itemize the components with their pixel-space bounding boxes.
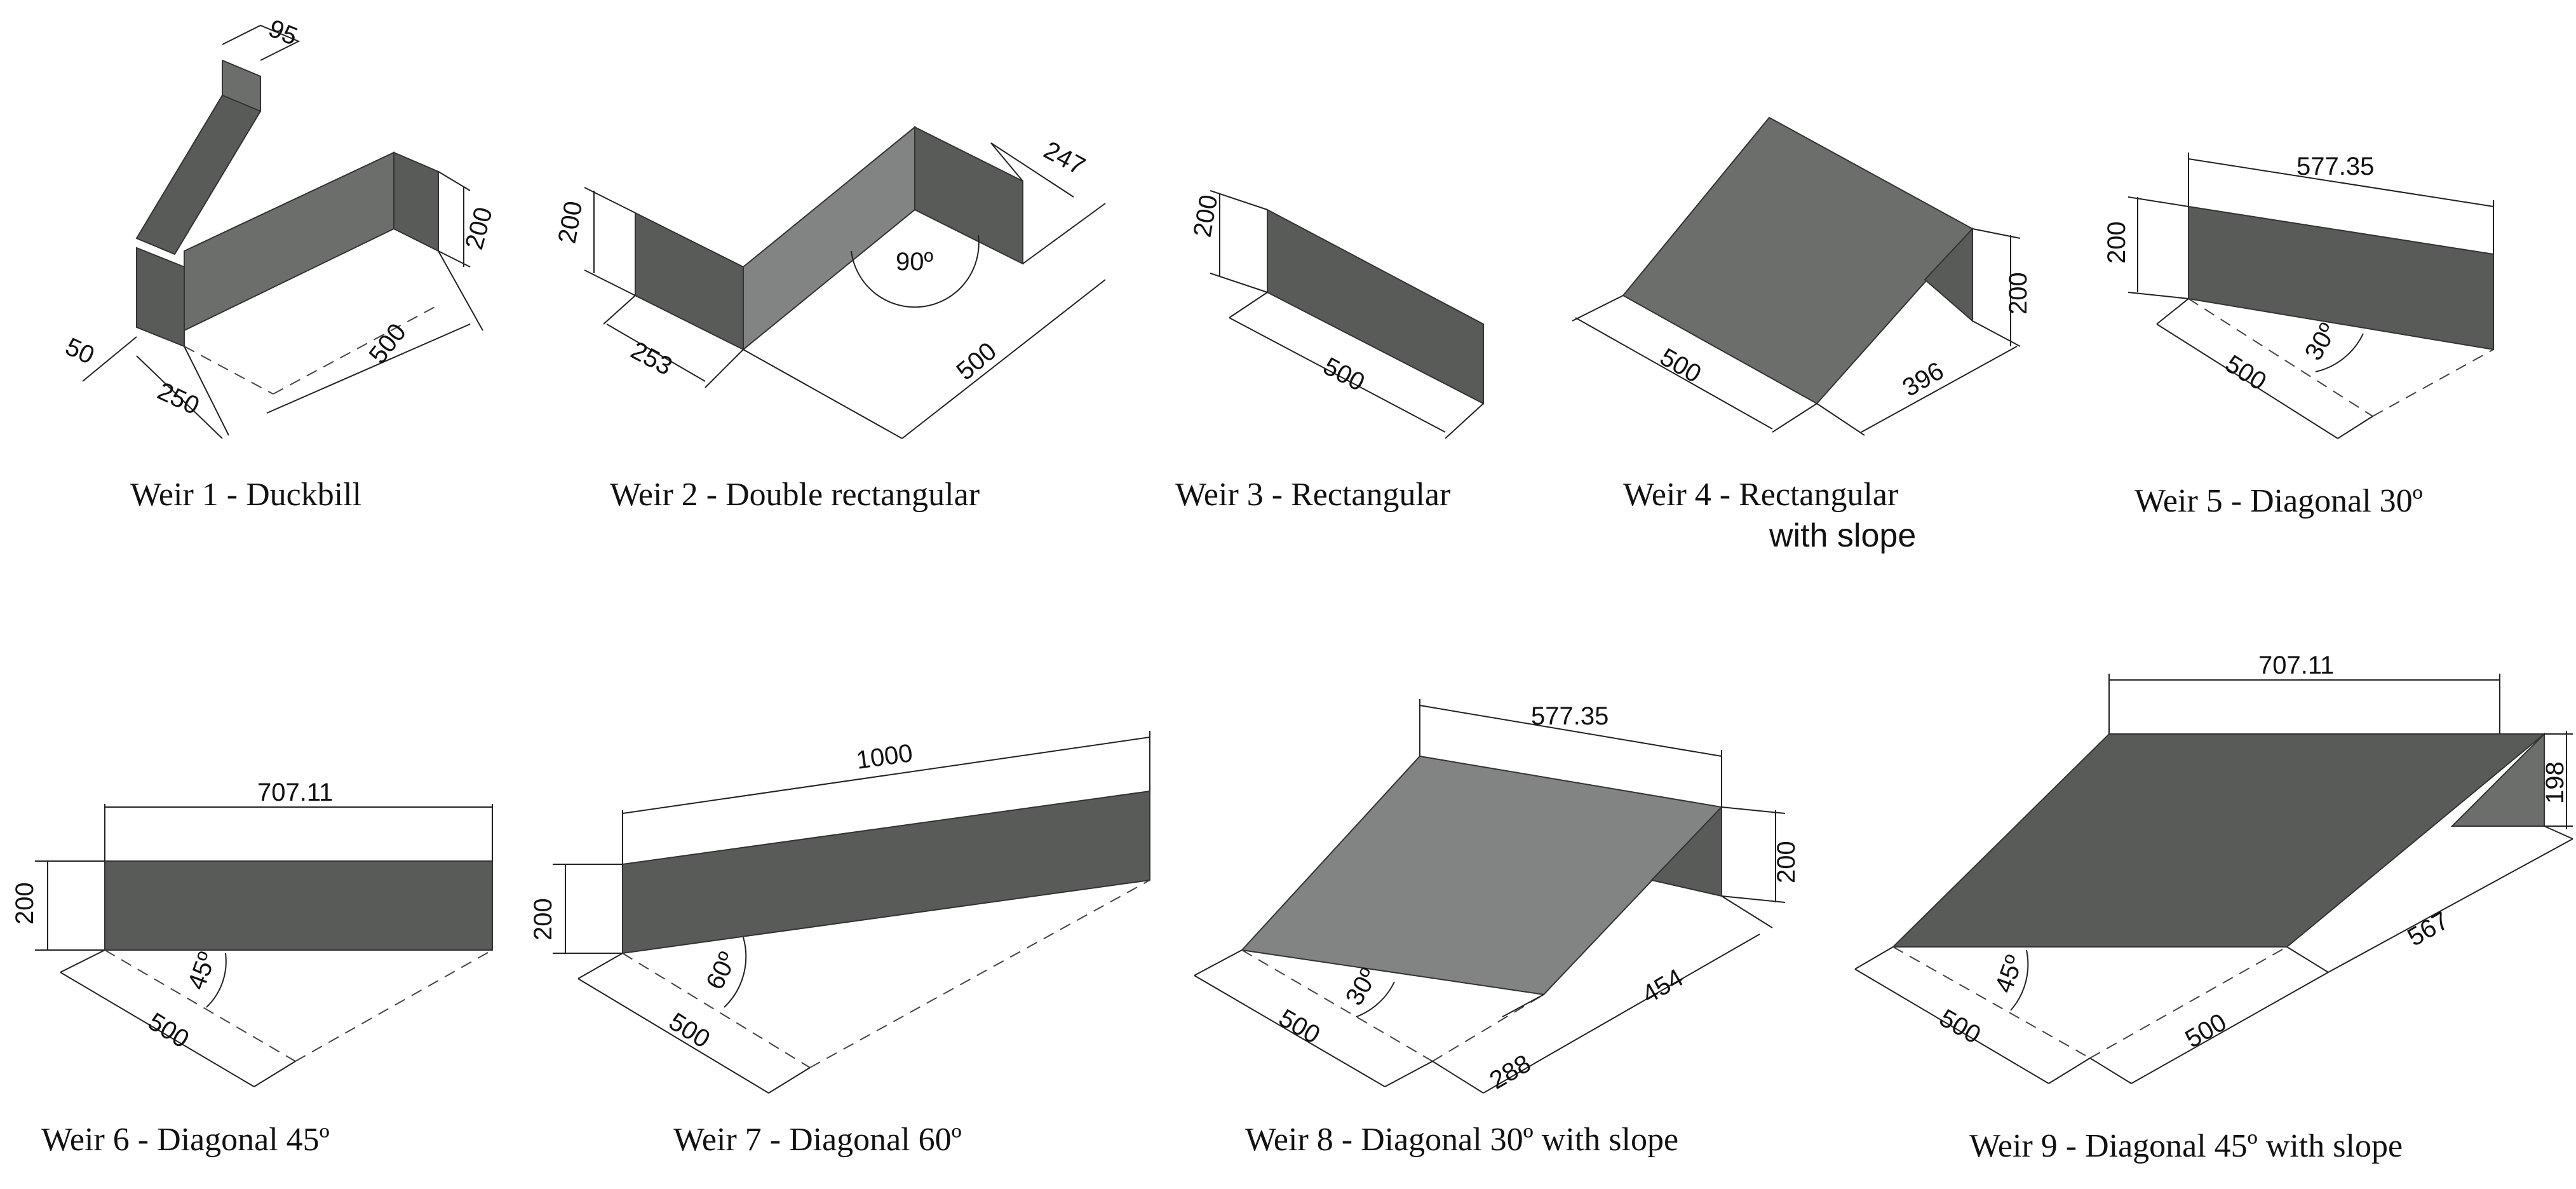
weir-3-dim-500: 500 [1319,352,1370,397]
weir-7-dim-1000: 1000 [854,739,914,775]
weir-9-dim-567: 567 [2403,906,2454,951]
weir-6-drawing [35,804,493,1087]
weir-8-dim-200: 200 [1772,841,1800,883]
weir-4-dim-500: 500 [1656,343,1706,388]
weir-8-dim-454: 454 [1638,963,1689,1009]
weir-4-dim-396: 396 [1898,357,1949,402]
weir-7-dim-500: 500 [664,1007,715,1054]
weir-5-dim-577: 577.35 [2296,153,2374,180]
weir-8-drawing [1194,699,1786,1094]
weir-6-caption: Weir 6 - Diagonal 45º [41,1122,330,1158]
weir-8-dim-500: 500 [1274,1004,1325,1049]
weir-3-dim-200: 200 [1189,193,1224,239]
weir-9-dim-500-left: 500 [1935,1004,1986,1049]
weir-2-dim-90: 90º [896,248,933,276]
weir-1-caption: Weir 1 - Duckbill [130,477,361,513]
weir-7-caption: Weir 7 - Diagonal 60º [673,1122,962,1158]
weir-2-dim-247: 247 [1039,136,1090,180]
weir-5-drawing [2128,153,2494,439]
weir-4-dim-200: 200 [2004,272,2032,315]
weir-1-dim-50: 50 [61,332,98,370]
weir-6-dim-200: 200 [11,882,39,925]
weir-8-dim-577: 577.35 [1531,702,1608,730]
weir-5-dim-500: 500 [2220,350,2271,396]
weir-2-dim-500: 500 [952,337,1002,386]
weir-9-dim-198: 198 [2541,761,2569,804]
weir-1-dim-95: 95 [265,15,302,51]
weir-7-drawing [553,731,1150,1094]
weir-5-caption: Weir 5 - Diagonal 30º [2134,483,2423,519]
weir-1-drawing [82,24,483,439]
weir-3-drawing [1210,190,1484,439]
weir-1-dim-200: 200 [460,204,498,252]
weir-5-dim-30: 30º [2300,318,2343,365]
weir-6-dim-707: 707.11 [257,778,333,806]
weir-2-drawing [584,125,1106,439]
weir-9-dim-707: 707.11 [2258,651,2334,679]
weir-6-dim-45: 45º [182,948,222,993]
weir-5-dim-200: 200 [2103,221,2131,264]
weir-4-caption: Weir 4 - Rectangular [1623,477,1898,513]
weir-2-dim-200: 200 [553,199,588,245]
weir-3-caption: Weir 3 - Rectangular [1175,477,1450,513]
weir-4-drawing [1572,116,2021,436]
weir-9-drawing [1854,674,2573,1084]
weir-7-dim-200: 200 [529,898,557,941]
weir-2-dim-253: 253 [626,336,677,381]
weir-1-dim-500: 500 [363,318,412,369]
weir-2-caption: Weir 2 - Double rectangular [610,477,980,513]
weir-4-caption-line2: with slope [1769,517,1916,554]
weir-9-caption: Weir 9 - Diagonal 45º with slope [1969,1128,2403,1164]
weir-8-caption: Weir 8 - Diagonal 30º with slope [1245,1122,1678,1158]
weir-7-dim-60: 60º [701,948,742,994]
weir-9-dim-500-right: 500 [2181,1008,2232,1053]
